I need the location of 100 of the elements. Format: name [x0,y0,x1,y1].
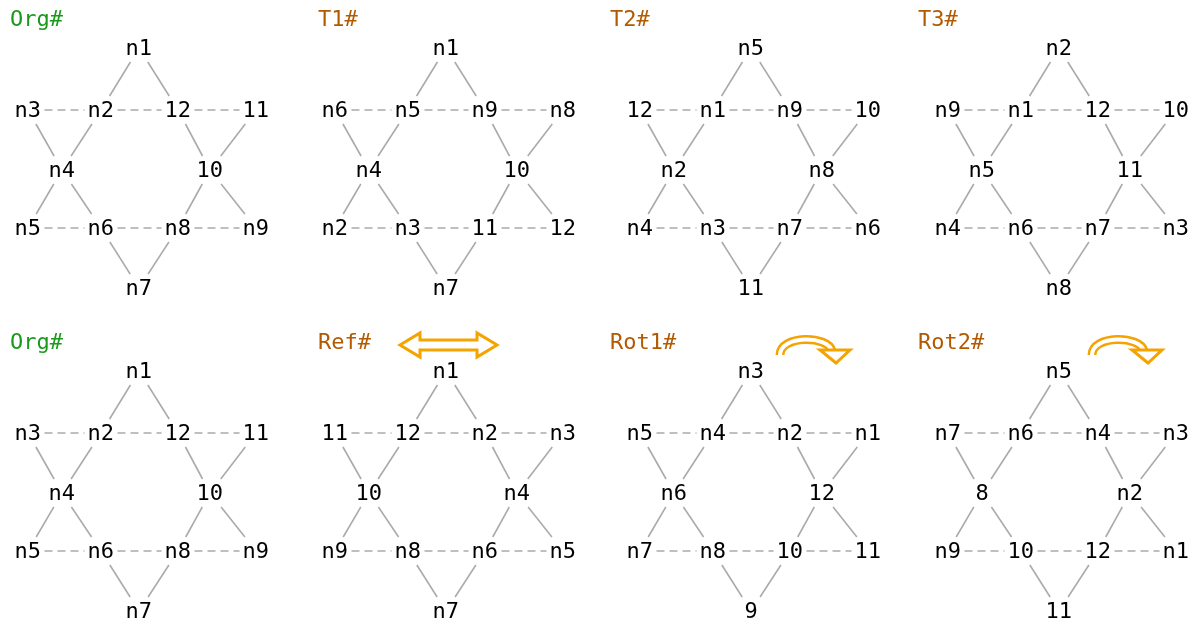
node-label: n2 [321,217,348,239]
connector-line [350,432,393,434]
node-label: n5 [14,217,41,239]
connector-line [108,61,132,97]
node-label: 11 [471,217,498,239]
connector-line [1029,241,1051,275]
connector-line [43,109,86,111]
connector-line [377,183,400,215]
connector-line [1140,183,1166,215]
node-label: 11 [1045,600,1072,619]
connector-line [682,183,705,215]
connector-line [219,446,247,480]
node-label: n5 [1045,360,1072,382]
connector-line [720,384,744,420]
connector-line [682,446,705,480]
connector-line [1036,550,1083,552]
connector-line [35,446,55,480]
node-label: n4 [48,482,75,504]
node-label: 12 [394,422,421,444]
connector-line [500,432,548,434]
node-label: 10 [355,482,382,504]
connector-line [454,564,477,598]
connector-line [759,564,782,598]
node-label: n5 [14,540,41,562]
connector-line [416,564,438,598]
connector-line [1067,384,1090,420]
node-label: n5 [968,159,995,181]
connector-line [1139,446,1167,480]
connector-line [423,109,470,111]
node-label: n4 [934,217,961,239]
connector-line [423,227,470,229]
node-label: n8 [699,540,726,562]
connector-line [805,550,853,552]
node-label: 12 [1084,540,1111,562]
connector-line [1036,432,1083,434]
node-label: n1 [125,360,152,382]
connector-line [220,183,246,215]
node-label: n7 [626,540,653,562]
node-label: n6 [1007,422,1034,444]
node-label: 11 [737,277,764,299]
node-label: n7 [432,277,459,299]
connector-line [415,384,439,420]
connector-line [832,506,858,538]
node-label: n6 [854,217,881,239]
connector-line [805,227,853,229]
connector-line [1104,123,1124,157]
connector-line [423,550,470,552]
node-label: 12 [1084,99,1111,121]
node-label: n9 [242,540,269,562]
node-label: n8 [164,540,191,562]
node-label: n8 [1045,277,1072,299]
connector-line [720,61,744,97]
connector-line [796,123,816,157]
connector-line [1113,227,1161,229]
connector-line [377,446,400,480]
connector-line [43,550,86,552]
connector-line [500,227,548,229]
node-label: 9 [744,600,758,619]
connector-line [109,564,131,598]
connector-line [491,123,511,157]
node-label: 12 [549,217,576,239]
node-label: n4 [626,217,653,239]
connector-line [43,227,86,229]
connector-line [184,183,204,215]
node-label: n5 [626,422,653,444]
connector-line [350,550,393,552]
node-label: n4 [48,159,75,181]
node-label: n2 [87,99,114,121]
node-label: n7 [1084,217,1111,239]
node-label: 10 [854,99,881,121]
connector-line [116,550,163,552]
node-label: 12 [164,99,191,121]
node-label: n9 [321,540,348,562]
node-label: n8 [164,217,191,239]
connector-line [70,506,93,538]
node-label: n6 [660,482,687,504]
node-label: n5 [394,99,421,121]
connector-line [350,109,393,111]
connector-line [990,183,1013,215]
connector-line [721,241,743,275]
node-label: n7 [125,600,152,619]
node-label: n1 [1007,99,1034,121]
connector-line [1139,123,1167,157]
connector-line [1113,432,1161,434]
node-label: n8 [808,159,835,181]
connector-line [655,227,698,229]
connector-line [116,432,163,434]
connector-line [1036,109,1083,111]
connector-line [527,506,553,538]
node-label: n4 [503,482,530,504]
connector-line [1067,564,1090,598]
connector-line [377,506,400,538]
connector-line [147,564,170,598]
node-label: n7 [432,600,459,619]
panel-title: T3# [918,8,958,30]
connector-line [491,506,511,538]
node-label: n1 [854,422,881,444]
connector-line [721,564,743,598]
connector-line [116,227,163,229]
connector-line [35,183,55,215]
